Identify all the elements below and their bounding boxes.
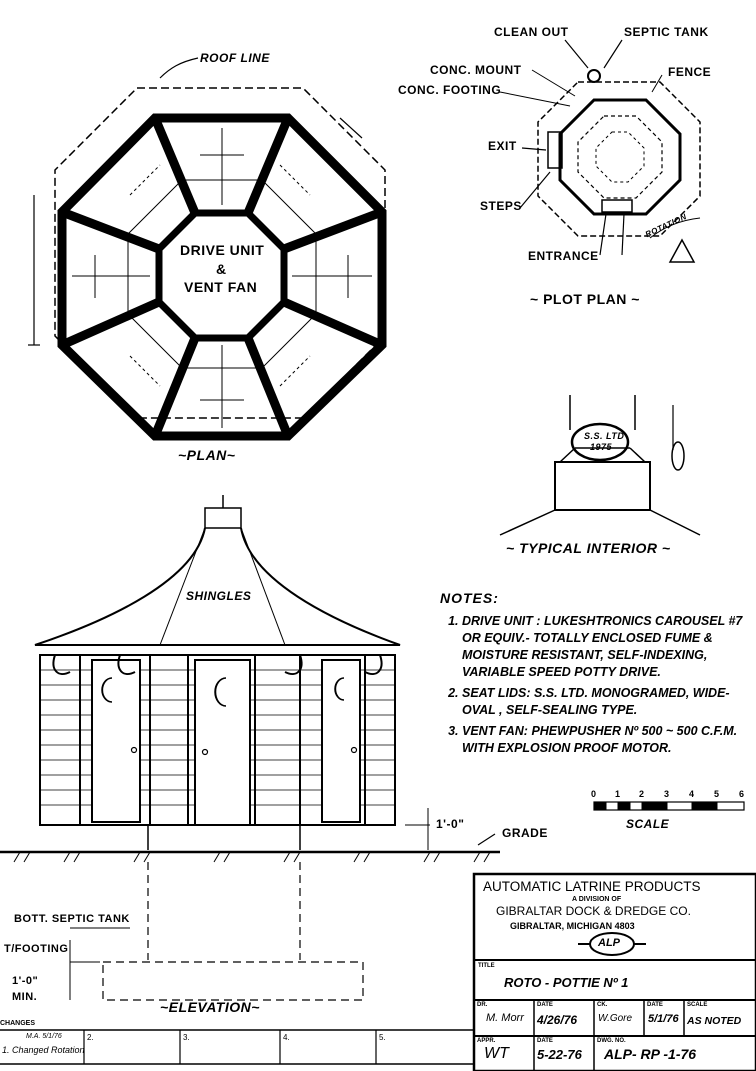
changes-entry-1: 1. Changed Rotation <box>2 1045 85 1055</box>
roof-line-label: ROOF LINE <box>200 51 270 65</box>
entrance-label: ENTRANCE <box>528 249 599 263</box>
notes-heading: NOTES: <box>440 590 499 606</box>
plan-center-line1: DRIVE UNIT <box>180 242 265 258</box>
changes-label: CHANGES <box>0 1020 36 1027</box>
elevation-caption: ~ELEVATION~ <box>160 999 260 1015</box>
scale-tick: 1 <box>615 789 621 799</box>
dwg-value: ALP- RP -1-76 <box>604 1046 697 1062</box>
scale-tick: 4 <box>689 789 695 799</box>
interior-view <box>499 395 701 536</box>
clearance-label: 1'-0" <box>436 817 465 831</box>
plan-view <box>28 57 387 441</box>
fence-label: FENCE <box>668 65 712 79</box>
seal-line1: S.S. LTD <box>584 431 625 441</box>
t-footing-label: T/FOOTING <box>4 943 69 955</box>
appr-label: APPR. <box>477 1038 496 1044</box>
plot-plan-view <box>499 39 701 263</box>
interior-caption: ~ TYPICAL INTERIOR ~ <box>506 540 671 556</box>
scale-tick: 3 <box>664 789 670 799</box>
conc-mount-label: CONC. MOUNT <box>430 63 522 77</box>
changes-cell-5: 5. <box>379 1033 386 1042</box>
shingles-label: SHINGLES <box>186 589 252 603</box>
scale-bar <box>593 801 745 811</box>
date3-label: DATE <box>537 1038 553 1044</box>
septic-tank-label: SEPTIC TANK <box>624 25 709 39</box>
scale-label: SCALE <box>626 817 670 831</box>
alp-logo: ALP <box>598 937 620 949</box>
note-item-1: DRIVE UNIT : LUKESHTRONICS CAROUSEL #7 O… <box>462 613 752 681</box>
scale-cell-value: AS NOTED <box>687 1015 742 1027</box>
note-item-2: SEAT LIDS: S.S. LTD. MONOGRAMED, WIDE-OV… <box>462 685 752 719</box>
title-label: TITLE <box>478 963 495 969</box>
dwg-label: DWG. NO. <box>597 1038 626 1044</box>
scale-tick: 5 <box>714 789 720 799</box>
conc-footing-label: CONC. FOOTING <box>398 83 502 97</box>
changes-cell-3: 3. <box>183 1033 190 1042</box>
date3-value: 5-22-76 <box>537 1047 582 1062</box>
min-depth-line2: MIN. <box>12 991 38 1003</box>
elevation-view <box>0 495 500 1001</box>
plan-center-line3: VENT FAN <box>184 279 258 295</box>
notes-block: NOTES: DRIVE UNIT : LUKESHTRONICS CAROUS… <box>440 590 752 761</box>
clean-out-label: CLEAN OUT <box>494 25 569 39</box>
plan-center-line2: & <box>216 261 227 277</box>
plot-plan-caption: ~ PLOT PLAN ~ <box>530 291 640 307</box>
ck-value: W.Gore <box>598 1013 633 1024</box>
title-block-lines <box>472 872 756 1071</box>
changes-cell-2: 2. <box>87 1033 94 1042</box>
min-depth-line1: 1'-0" <box>12 975 39 987</box>
date-value: 4/26/76 <box>537 1013 578 1027</box>
company-name: AUTOMATIC LATRINE PRODUCTS <box>483 879 701 894</box>
dr-label: DR. <box>477 1002 488 1008</box>
scale-cell-label: SCALE <box>687 1002 708 1008</box>
company-address: GIBRALTAR, MICHIGAN 4803 <box>510 921 635 931</box>
scale-tick: 2 <box>639 789 645 799</box>
plan-caption: ~PLAN~ <box>178 447 236 463</box>
changes-entry-ref: M.A. 5/1/76 <box>26 1033 62 1040</box>
changes-block-lines <box>0 1029 474 1065</box>
ck-label: CK. <box>597 1002 608 1008</box>
bott-septic-label: BOTT. SEPTIC TANK <box>14 913 130 925</box>
division-label: A DIVISION OF <box>572 896 622 903</box>
scale-tick: 0 <box>591 789 597 799</box>
changes-cell-4: 4. <box>283 1033 290 1042</box>
scale-tick: 6 <box>739 789 745 799</box>
note-item-3: VENT FAN: PHEWPUSHER Nº 500 ~ 500 C.F.M.… <box>462 723 752 757</box>
exit-label: EXIT <box>488 139 517 153</box>
steps-label: STEPS <box>480 199 522 213</box>
grade-label: GRADE <box>502 826 548 840</box>
parent-company: GIBRALTAR DOCK & DREDGE CO. <box>496 904 691 918</box>
dr-value: M. Morr <box>486 1012 524 1024</box>
date2-label: DATE <box>647 1002 663 1008</box>
date-label: DATE <box>537 1002 553 1008</box>
drawing-title: ROTO - POTTIE Nº 1 <box>504 975 629 990</box>
date2-value: 5/1/76 <box>648 1013 679 1025</box>
appr-value: WT <box>484 1045 509 1062</box>
seal-line2: 1975 <box>590 442 613 452</box>
